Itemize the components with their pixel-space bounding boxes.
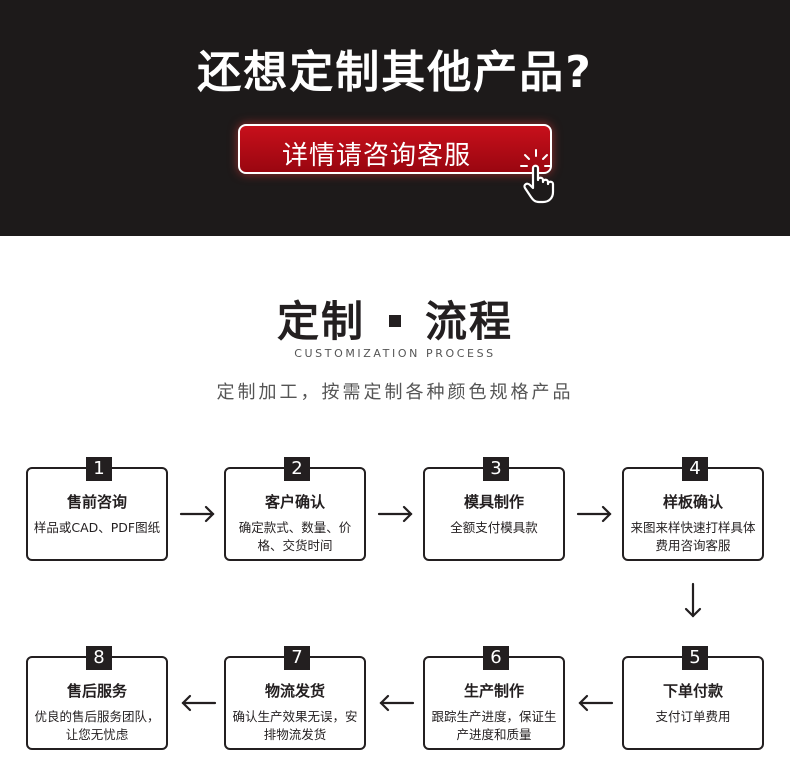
section-subtitle: CUSTOMIZATION PROCESS [294, 347, 496, 360]
section-title-right: 流程 [425, 297, 514, 346]
step-card: 5 下单付款 支付订单费用 [622, 646, 764, 750]
step-description: 确定款式、数量、价格、交货时间 [238, 520, 352, 553]
step-card: 2 客户确认 确定款式、数量、价格、交货时间 [224, 457, 366, 561]
step-card: 6 生产制作 跟踪生产进度，保证生产进度和质量 [423, 646, 565, 750]
step-number: 7 [284, 646, 310, 670]
step-number: 3 [483, 457, 509, 481]
step-description: 确认生产效果无误，安排物流发货 [232, 709, 358, 742]
section-description: 定制加工，按需定制各种颜色规格产品 [216, 382, 574, 403]
step-card: 4 样板确认 来图来样快速打样具体费用咨询客服 [622, 457, 764, 561]
step-card: 1 售前咨询 样品或CAD、PDF图纸 [26, 457, 168, 561]
arrow-right-icon [377, 505, 413, 523]
arrow-left-icon [578, 694, 614, 712]
consult-service-label: 详情请咨询客服 [282, 141, 472, 171]
pointer-hand-icon [520, 149, 555, 204]
section-title-left: 定制 [276, 297, 365, 346]
step-description: 支付订单费用 [655, 709, 731, 724]
arrow-left-icon [181, 694, 217, 712]
step-number: 1 [86, 457, 112, 481]
step-number: 6 [483, 646, 509, 670]
top-banner: 还想定制其他产品? 详情请咨询客服 [0, 0, 790, 236]
step-title: 客户确认 [264, 493, 325, 511]
step-title: 物流发货 [264, 682, 325, 700]
step-card: 7 物流发货 确认生产效果无误，安排物流发货 [224, 646, 366, 750]
step-description: 优良的售后服务团队，让您无忧虑 [34, 709, 160, 742]
step-number: 2 [284, 457, 310, 481]
step-number: 5 [682, 646, 708, 670]
step-number: 4 [682, 457, 708, 481]
step-description: 样品或CAD、PDF图纸 [33, 520, 161, 535]
arrow-down-icon [684, 582, 702, 618]
section-title: 定制 流程 [0, 288, 790, 349]
step-title: 模具制作 [463, 493, 524, 511]
step-title: 生产制作 [463, 682, 524, 700]
step-number: 8 [86, 646, 112, 670]
step-card: 3 模具制作 全额支付模具款 [423, 457, 565, 561]
arrow-left-icon [379, 694, 415, 712]
step-description: 全额支付模具款 [450, 520, 538, 535]
banner-title: 还想定制其他产品? [197, 47, 593, 98]
step-description: 来图来样快速打样具体费用咨询客服 [630, 520, 756, 553]
title-separator-icon [389, 314, 401, 327]
step-title: 下单付款 [662, 682, 723, 700]
consult-service-button[interactable]: 详情请咨询客服 [238, 124, 552, 174]
arrow-right-icon [179, 505, 215, 523]
arrow-right-icon [576, 505, 612, 523]
step-card: 8 售后服务 优良的售后服务团队，让您无忧虑 [26, 646, 168, 750]
step-description: 跟踪生产进度，保证生产进度和质量 [431, 709, 557, 742]
step-title: 售前咨询 [66, 493, 127, 511]
step-title: 售后服务 [66, 682, 127, 700]
step-title: 样板确认 [662, 493, 723, 511]
